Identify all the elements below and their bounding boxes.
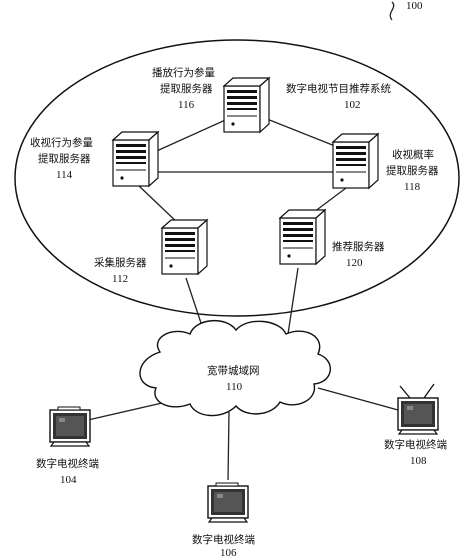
server-114-ref: 114 bbox=[56, 169, 73, 181]
terminal-106-ref: 106 bbox=[220, 547, 237, 557]
terminal-104-label: 数字电视终端 bbox=[36, 457, 99, 470]
server-114-label-1: 收视行为参量 bbox=[30, 136, 93, 149]
terminal-104-ref: 104 bbox=[60, 474, 77, 486]
system-ref: 102 bbox=[344, 99, 361, 111]
terminal-106-label: 数字电视终端 bbox=[192, 533, 255, 546]
server-120-ref: 120 bbox=[346, 257, 363, 269]
server-120-icon bbox=[279, 209, 326, 265]
network-label: 宽带城域网 bbox=[207, 364, 260, 377]
server-118-label-1: 收视概率 bbox=[392, 148, 434, 161]
terminal-106-icon bbox=[207, 482, 249, 523]
server-112-label: 采集服务器 bbox=[94, 256, 147, 269]
server-112-ref: 112 bbox=[112, 273, 128, 285]
server-114-icon bbox=[112, 131, 159, 187]
figure-leader-line bbox=[389, 1, 395, 21]
server-118-label-2: 提取服务器 bbox=[386, 164, 439, 177]
server-116-label-1: 播放行为参量 bbox=[152, 66, 215, 79]
server-118-icon bbox=[332, 133, 379, 189]
terminal-108-label: 数字电视终端 bbox=[384, 438, 447, 451]
server-connections bbox=[137, 116, 351, 226]
server-120-label: 推荐服务器 bbox=[332, 240, 385, 253]
system-boundary bbox=[14, 39, 460, 317]
server-118-ref: 118 bbox=[404, 181, 421, 193]
server-116-ref: 116 bbox=[178, 99, 195, 111]
terminal-108-ref: 108 bbox=[410, 455, 427, 467]
figure-ref: 100 bbox=[406, 0, 423, 12]
server-116-label-2: 提取服务器 bbox=[160, 82, 213, 95]
network-cloud bbox=[139, 319, 331, 417]
terminal-108-icon bbox=[397, 383, 439, 435]
server-114-label-2: 提取服务器 bbox=[38, 152, 91, 165]
terminal-104-icon bbox=[49, 406, 91, 447]
network-ref: 110 bbox=[226, 381, 243, 393]
server-116-icon bbox=[223, 77, 270, 133]
server-112-icon bbox=[161, 219, 208, 275]
system-label: 数字电视节目推荐系统 bbox=[286, 82, 391, 95]
